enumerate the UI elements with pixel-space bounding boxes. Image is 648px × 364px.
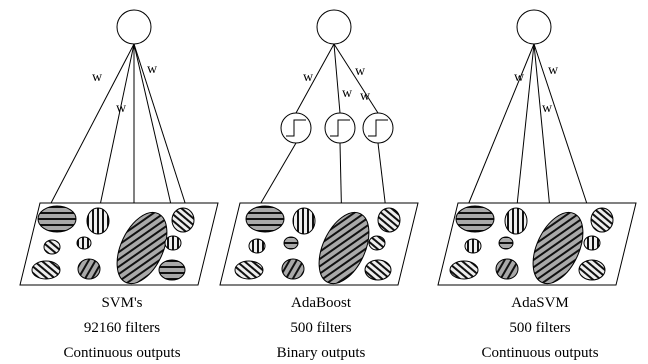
filter (495, 258, 519, 280)
filter (77, 258, 101, 280)
filter (368, 235, 386, 251)
threshold-unit (324, 112, 356, 144)
panel-title: SVM's (101, 295, 142, 311)
weight-label: w (360, 89, 371, 104)
filter (86, 207, 110, 235)
filter (578, 259, 606, 281)
weight-label: w (92, 70, 103, 85)
output-node (316, 9, 352, 45)
filter (158, 259, 186, 281)
panel-title: AdaSVM (511, 295, 569, 311)
filter (292, 207, 316, 235)
panel-output-type: Continuous outputs (481, 345, 598, 361)
filter (364, 259, 392, 281)
filter (504, 207, 528, 235)
panel-svm: w w w SVM's 92160 filters Continuous out… (19, 9, 219, 361)
filter (37, 205, 77, 233)
panel-adasvm: w w w AdaSVM 500 filters Continuous outp… (437, 9, 637, 361)
weight-label: w (303, 70, 314, 85)
weight-label: w (514, 70, 525, 85)
filter (234, 260, 264, 280)
output-node (516, 9, 552, 45)
panel-filter-count: 500 filters (509, 320, 570, 336)
panel-filter-count: 500 filters (290, 320, 351, 336)
filter (281, 258, 305, 280)
weight-label: w (542, 101, 553, 116)
filter (164, 235, 182, 251)
filter (171, 207, 195, 233)
filter (455, 205, 495, 233)
weight-label: w (116, 101, 127, 116)
filter (583, 235, 601, 251)
output-node (116, 9, 152, 45)
filter (449, 260, 479, 280)
filter (116, 211, 168, 285)
panel-output-type: Continuous outputs (63, 345, 180, 361)
threshold-unit (362, 112, 394, 144)
filter (283, 236, 299, 250)
weight-label: w (355, 64, 366, 79)
weight-label: w (147, 62, 158, 77)
filter (377, 207, 401, 233)
weight-label: w (342, 86, 353, 101)
panel-adaboost: w w w w AdaBoost 500 filters (219, 9, 419, 361)
filter (245, 205, 285, 233)
threshold-unit (280, 112, 312, 144)
filter (76, 236, 92, 250)
filter (498, 236, 514, 250)
filter (464, 238, 482, 254)
panel-title: AdaBoost (291, 295, 352, 311)
filter (532, 211, 584, 285)
filter (248, 238, 266, 254)
panel-filter-count: 92160 filters (84, 320, 160, 336)
filter (43, 239, 61, 255)
filter (590, 207, 614, 233)
filter (318, 211, 370, 285)
filter (31, 260, 61, 280)
weight-label: w (548, 63, 559, 78)
panel-output-type: Binary outputs (277, 345, 366, 361)
